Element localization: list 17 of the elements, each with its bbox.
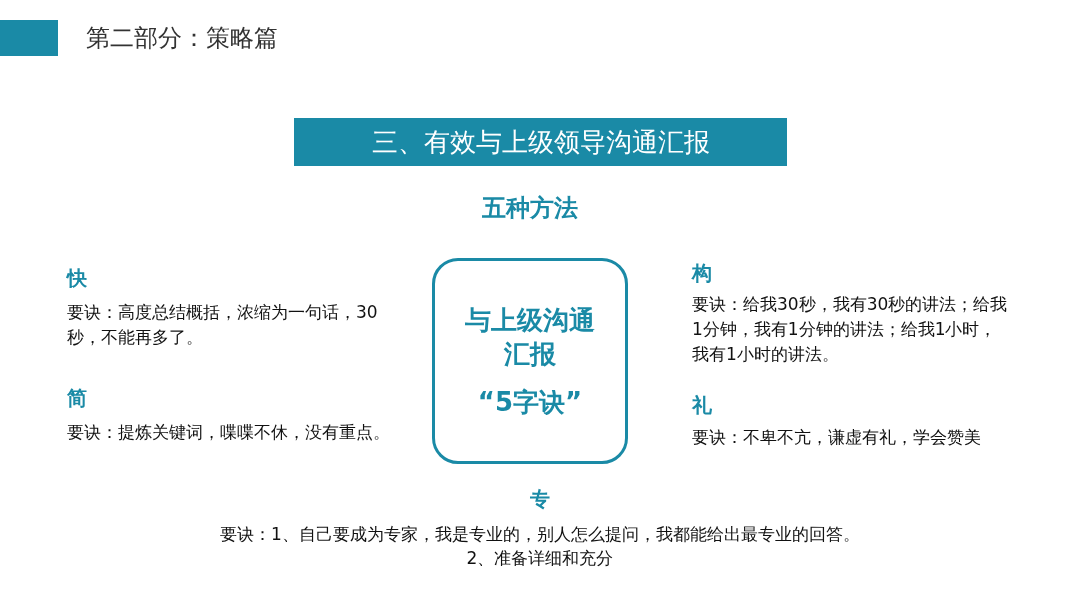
box-subheading: “5字诀”: [477, 386, 583, 419]
method-heading: 简: [67, 385, 87, 412]
method-description: 要诀：高度总结概括，浓缩为一句话，30秒，不能再多了。: [67, 301, 379, 349]
section-heading: 五种方法: [481, 193, 579, 224]
method-description: 要诀：给我30秒，我有30秒的讲法；给我1分钟，我有1分钟的讲法；给我1小时，我有1小时的讲法。: [692, 293, 1009, 366]
center-rounded-box: [432, 258, 628, 464]
method-description: 要诀：提炼关键词，喋喋不休，没有重点。: [67, 421, 391, 444]
method-heading: 构: [692, 260, 712, 287]
title-banner: 三、有效与上级领导沟通汇报: [294, 118, 787, 166]
method-heading: 快: [67, 265, 87, 292]
method-description: 要诀：不卑不亢，谦虚有礼，学会赞美: [692, 426, 982, 449]
method-heading: 专: [529, 486, 551, 513]
method-heading: 礼: [692, 392, 712, 419]
box-heading: 与上级沟通汇报: [464, 304, 596, 371]
page-title: 第二部分：策略篇: [86, 23, 278, 54]
method-description: 要诀：1、自己要成为专家，我是专业的，别人怎么提问，我都能给出最专业的回答。: [219, 523, 861, 546]
method-description: 2、准备详细和充分: [465, 547, 615, 570]
